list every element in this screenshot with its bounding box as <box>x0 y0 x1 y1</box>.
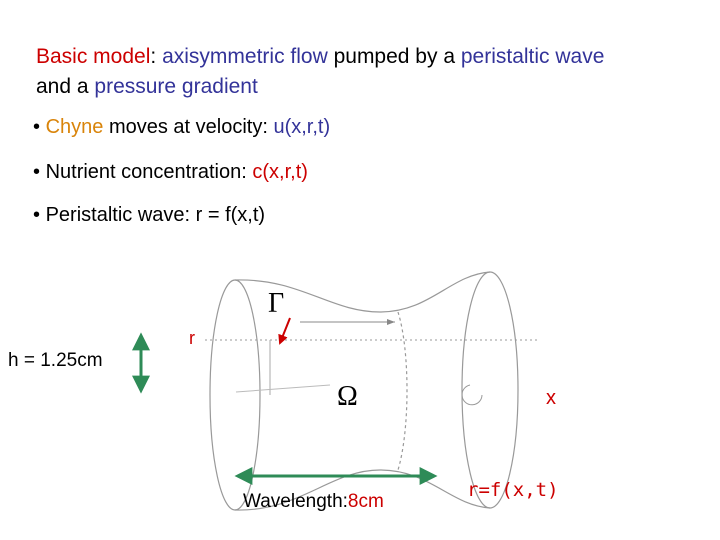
bullet-marker: • <box>33 116 41 138</box>
moves-at-velocity-text: moves at velocity: <box>103 116 274 138</box>
bullet-chyne-velocity: • Chyne moves at velocity: u(x,r,t) <box>33 116 330 139</box>
lower-flow-line <box>235 384 331 393</box>
boundary-arrow <box>278 317 291 345</box>
omega-symbol: Ω <box>337 381 358 412</box>
wavelength-value: 8cm <box>348 491 384 512</box>
wave-formula: r=f(x,t) <box>467 479 559 501</box>
tube-outline <box>209 271 519 511</box>
title-basic-model: Basic model <box>36 45 151 68</box>
title-line-2: and a pressure gradient <box>36 72 604 102</box>
bullet-marker: • <box>33 204 41 226</box>
flow-arrow-head <box>387 319 395 325</box>
bullet-peristaltic-wave: • Peristaltic wave: r = f(x,t) <box>33 204 265 227</box>
title-peristaltic-wave: peristaltic wave <box>460 45 605 68</box>
gamma-symbol: Γ <box>268 288 284 319</box>
height-label: h = 1.25cm <box>8 350 103 371</box>
nutrient-text: Nutrient concentration: <box>45 161 253 183</box>
title-axisymmetric-flow: axisymmetric flow <box>162 45 328 68</box>
bullet-nutrient-concentration: • Nutrient concentration: c(x,r,t) <box>33 161 308 184</box>
concentration-function: c(x,r,t) <box>252 161 308 183</box>
tube-right-end <box>461 271 519 509</box>
title-and-a: and a <box>36 75 95 98</box>
x-label: x <box>546 387 556 409</box>
title-line-1: Basic model: axisymmetric flow pumped by… <box>36 42 604 72</box>
bullet-marker: • <box>33 161 41 183</box>
title-pumped-by: pumped by a <box>327 45 461 68</box>
inner-arc <box>461 384 483 406</box>
cross-section-curve <box>397 311 408 471</box>
r-label: r <box>189 328 195 348</box>
slide-title: Basic model: axisymmetric flow pumped by… <box>36 42 604 102</box>
velocity-function: u(x,r,t) <box>273 116 331 138</box>
wavelength-text: Wavelength: <box>243 491 348 512</box>
chyne-text: Chyne <box>45 116 104 138</box>
peristaltic-wave-text: Peristaltic wave: r = f(x,t) <box>45 204 266 226</box>
wavelength-label: Wavelength:8cm <box>243 491 384 512</box>
tube-top-wall <box>234 271 491 313</box>
title-pressure-gradient: pressure gradient <box>94 75 258 98</box>
title-colon: : <box>150 45 163 68</box>
